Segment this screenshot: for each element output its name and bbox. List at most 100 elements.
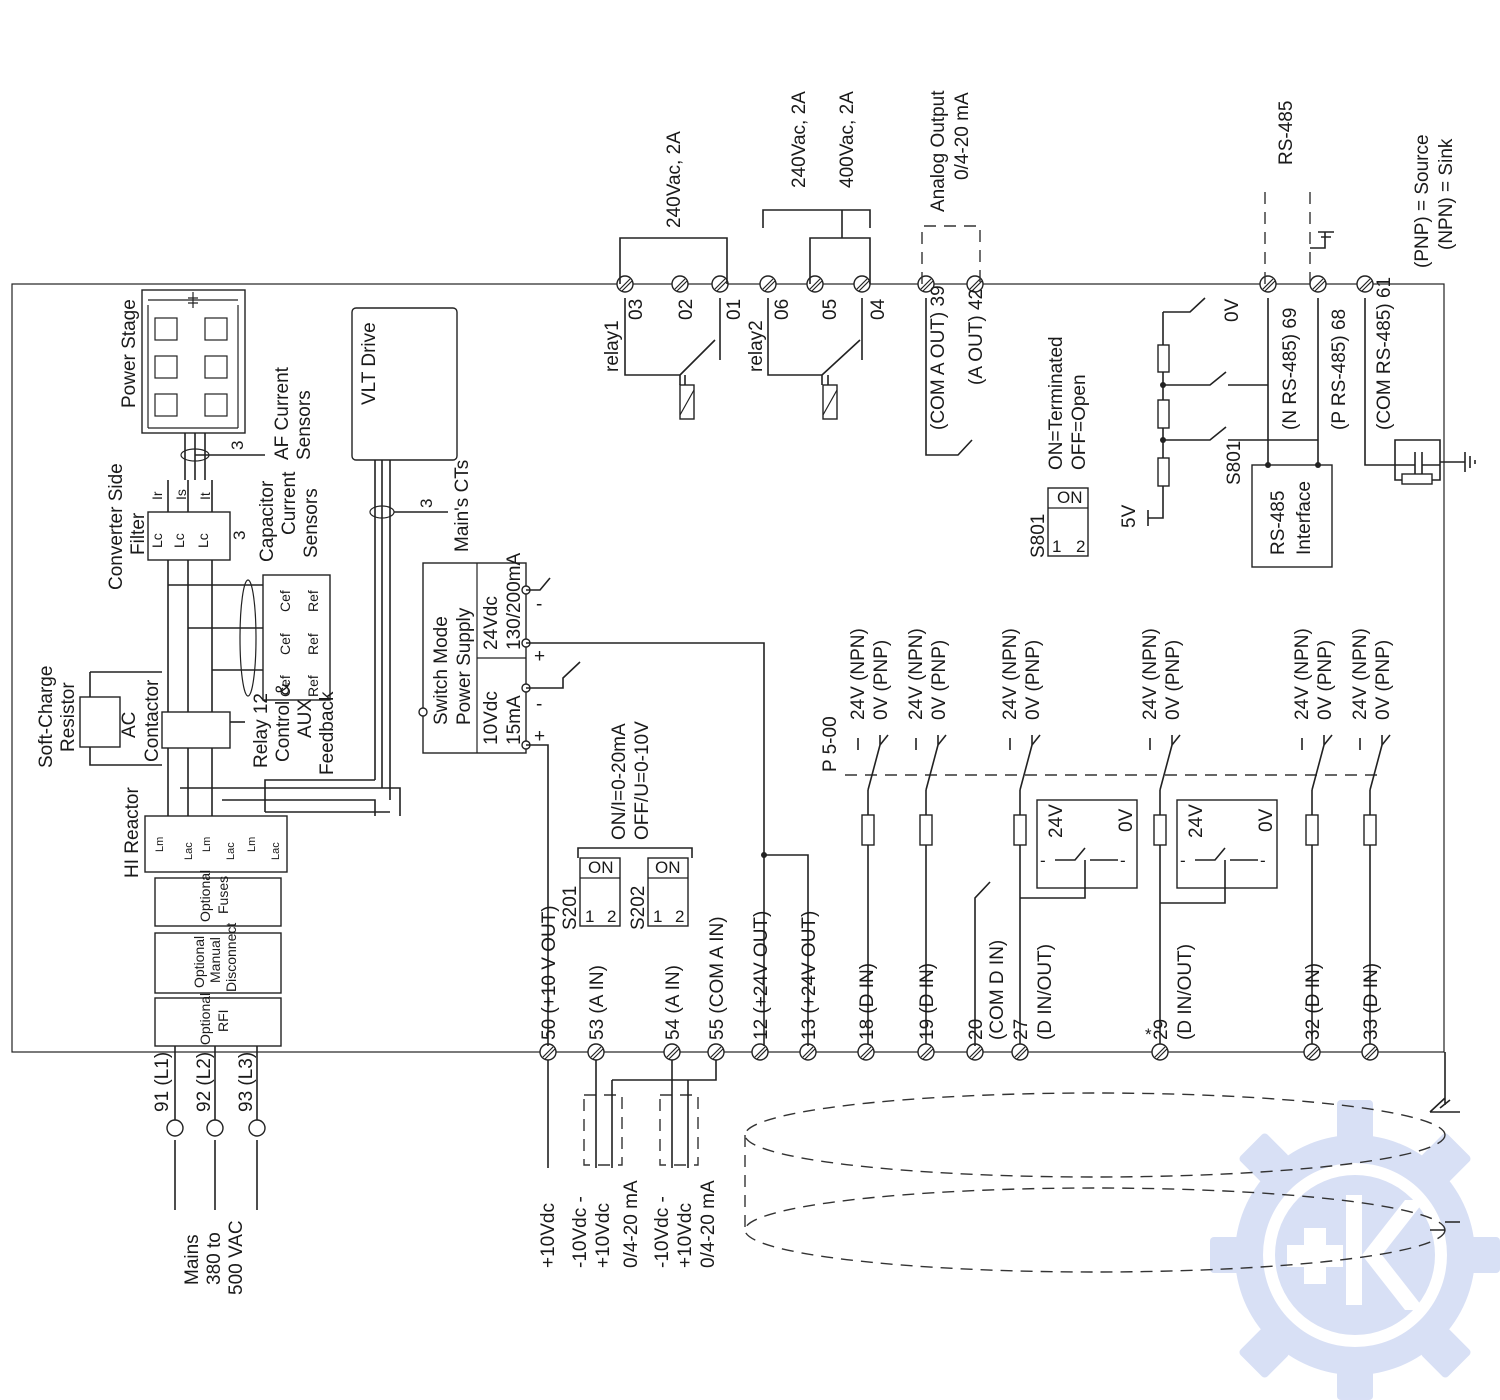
af-count: 3	[228, 441, 247, 450]
bottom-terminal-label: (D IN/OUT)	[1175, 944, 1196, 1040]
cap-sensors-3: Sensors	[301, 488, 322, 558]
filter-coil-3: Lc	[195, 533, 211, 548]
analog-output-range: 0/4-20 mA	[952, 92, 973, 180]
mains-range: 380 to	[204, 1232, 225, 1285]
s202-switch[interactable]	[647, 857, 689, 927]
soft-charge-1: Soft-Charge	[36, 666, 57, 768]
s202-on: ON	[655, 858, 681, 877]
bottom-terminal-label: 54 (A IN)	[663, 965, 684, 1040]
bottom-terminal-label: (COM D IN)	[987, 940, 1008, 1040]
io29-0v: 0V	[1256, 808, 1277, 832]
npn-label: 24V (NPN)	[1140, 628, 1161, 720]
s201-label: S201	[560, 886, 581, 930]
bottom-terminal-label: 18 (D IN)	[857, 963, 878, 1040]
bottom-terminal-label: 55 (COM A IN)	[707, 916, 728, 1040]
svg-text:-: -	[1120, 851, 1126, 870]
terminal-screw-icon	[711, 275, 729, 293]
terminal-screw-icon	[853, 275, 871, 293]
soft-charge-2: Resistor	[58, 682, 79, 752]
bottom-terminal-label: 20	[966, 1019, 987, 1040]
cap-label-3: Cef	[277, 675, 293, 697]
terminal-screw-icon	[759, 275, 777, 293]
terminal-screw-icon	[1151, 1043, 1169, 1061]
relay2-term-06: 06	[772, 299, 793, 320]
hi-reactor-label: HI Reactor	[122, 787, 143, 878]
analog-switch-group: ON/I=0-20mA OFF/U=0-10V ON 1 2 S201 ON 1…	[560, 721, 693, 930]
pnp-label: 0V (PNP)	[1163, 640, 1184, 720]
mains-title: Mains	[182, 1234, 203, 1285]
s801-switch[interactable]	[1047, 487, 1089, 557]
disconnect-2: Manual	[207, 937, 223, 983]
af-sensors-2: Sensors	[294, 390, 315, 460]
terminal-screw-icon	[966, 275, 984, 293]
mains-l2: 92 (L2)	[194, 1052, 215, 1112]
bottom-terminal-label: 27	[1011, 1019, 1032, 1040]
converter-filter-2: Filter	[128, 512, 149, 555]
pnp-label: 0V (PNP)	[1315, 640, 1336, 720]
s201-switch[interactable]	[579, 857, 621, 927]
pnp-label: 0V (PNP)	[929, 640, 950, 720]
fuses-1: Optional	[197, 870, 213, 922]
cts-label: Main's CTs	[452, 460, 473, 552]
analog-output-group: Analog Output 0/4-20 mA (COM A OUT) 39 (…	[921, 90, 987, 456]
power-stage-box	[141, 289, 246, 434]
pnp-label: 0V (PNP)	[1373, 640, 1394, 720]
terminal-screw-icon	[751, 1043, 769, 1061]
relay2-label: relay2	[746, 320, 767, 372]
optional-disconnect-box	[154, 932, 282, 994]
filter-coil-1: Lc	[149, 533, 165, 548]
io27-24v: 24V	[1046, 804, 1067, 838]
terminal-screw-icon	[671, 275, 689, 293]
reactor-coil-6: Lac	[270, 842, 282, 860]
ac-contactor-box	[161, 711, 231, 749]
p-rs485-label: (P RS-485) 68	[1329, 309, 1350, 430]
terminal-screw-icon	[917, 1043, 935, 1061]
bottom-ain2-1: -10Vdc -	[652, 1196, 673, 1268]
npn-label: 24V (NPN)	[1292, 628, 1313, 720]
terminal-screw-icon	[857, 1043, 875, 1061]
digital-input-column: 24V (NPN)0V (PNP)	[1350, 628, 1394, 1044]
mains-group: 91 (L1) 92 (L2) 93 (L3) Mains 380 to 500…	[152, 1046, 266, 1295]
smps-group: Switch Mode Power Supply 10Vdc 15mA 24Vd…	[418, 552, 809, 1046]
relay1-group: 240Vac, 2A 03 02 01 relay1	[602, 131, 745, 420]
filter-current-it: It	[197, 492, 213, 500]
relay12-1: Relay 12	[251, 693, 272, 768]
res-label-1: Ref	[305, 590, 321, 612]
termination-resistor	[1157, 457, 1170, 487]
smps-24v: 24Vdc	[481, 596, 502, 650]
ac-contactor-1: AC	[119, 712, 140, 738]
p500-label: P 5-00	[820, 716, 841, 772]
s202-1: 1	[653, 907, 662, 926]
disconnect-3: Disconnect	[223, 923, 239, 992]
af-sensors-1: AF Current	[272, 366, 293, 460]
terminal-29-star: *	[1145, 1025, 1152, 1044]
bottom-terminal-label: 12 (+24V OUT)	[751, 911, 772, 1040]
bottom-terminal-label: 33 (D IN)	[1361, 963, 1382, 1040]
bottom-terminal-label: 29	[1151, 1019, 1172, 1040]
smps-title-1: Switch Mode	[431, 616, 452, 725]
five-v-label: 5V	[1119, 504, 1140, 528]
reactor-coil-2: Lac	[183, 842, 195, 860]
terminal-screw-icon	[1259, 275, 1277, 293]
hi-reactor-box	[144, 815, 288, 873]
open-note: OFF=Open	[1069, 374, 1090, 470]
mains-l1: 91 (L1)	[152, 1052, 173, 1112]
logic-note-sink: (NPN) = Sink	[1436, 138, 1457, 250]
terminal-screw-icon	[1356, 275, 1374, 293]
bottom-ain2-3: 0/4-20 mA	[698, 1180, 719, 1268]
com-rs485-label: (COM RS-485) 61	[1374, 277, 1395, 430]
cap-count: 3	[230, 531, 249, 540]
relay2-term-04: 04	[868, 298, 889, 320]
mains-vac: 500 VAC	[226, 1220, 247, 1295]
terminal-screw-icon	[1309, 275, 1327, 293]
terminal-screw-icon	[1361, 1043, 1379, 1061]
rs485-group: RS-485 (N RS-485) 69 (P RS-485) 68 (COM …	[1028, 101, 1476, 568]
cable-shields	[547, 1052, 1460, 1273]
bottom-ain1-3: 0/4-20 mA	[621, 1180, 642, 1268]
relay1-term-01: 01	[724, 299, 745, 320]
io-box-29: 24V 0V --	[1160, 799, 1278, 904]
npn-label: 24V (NPN)	[848, 628, 869, 720]
termination-resistor	[1157, 399, 1170, 429]
svg-text:-: -	[1180, 851, 1186, 870]
